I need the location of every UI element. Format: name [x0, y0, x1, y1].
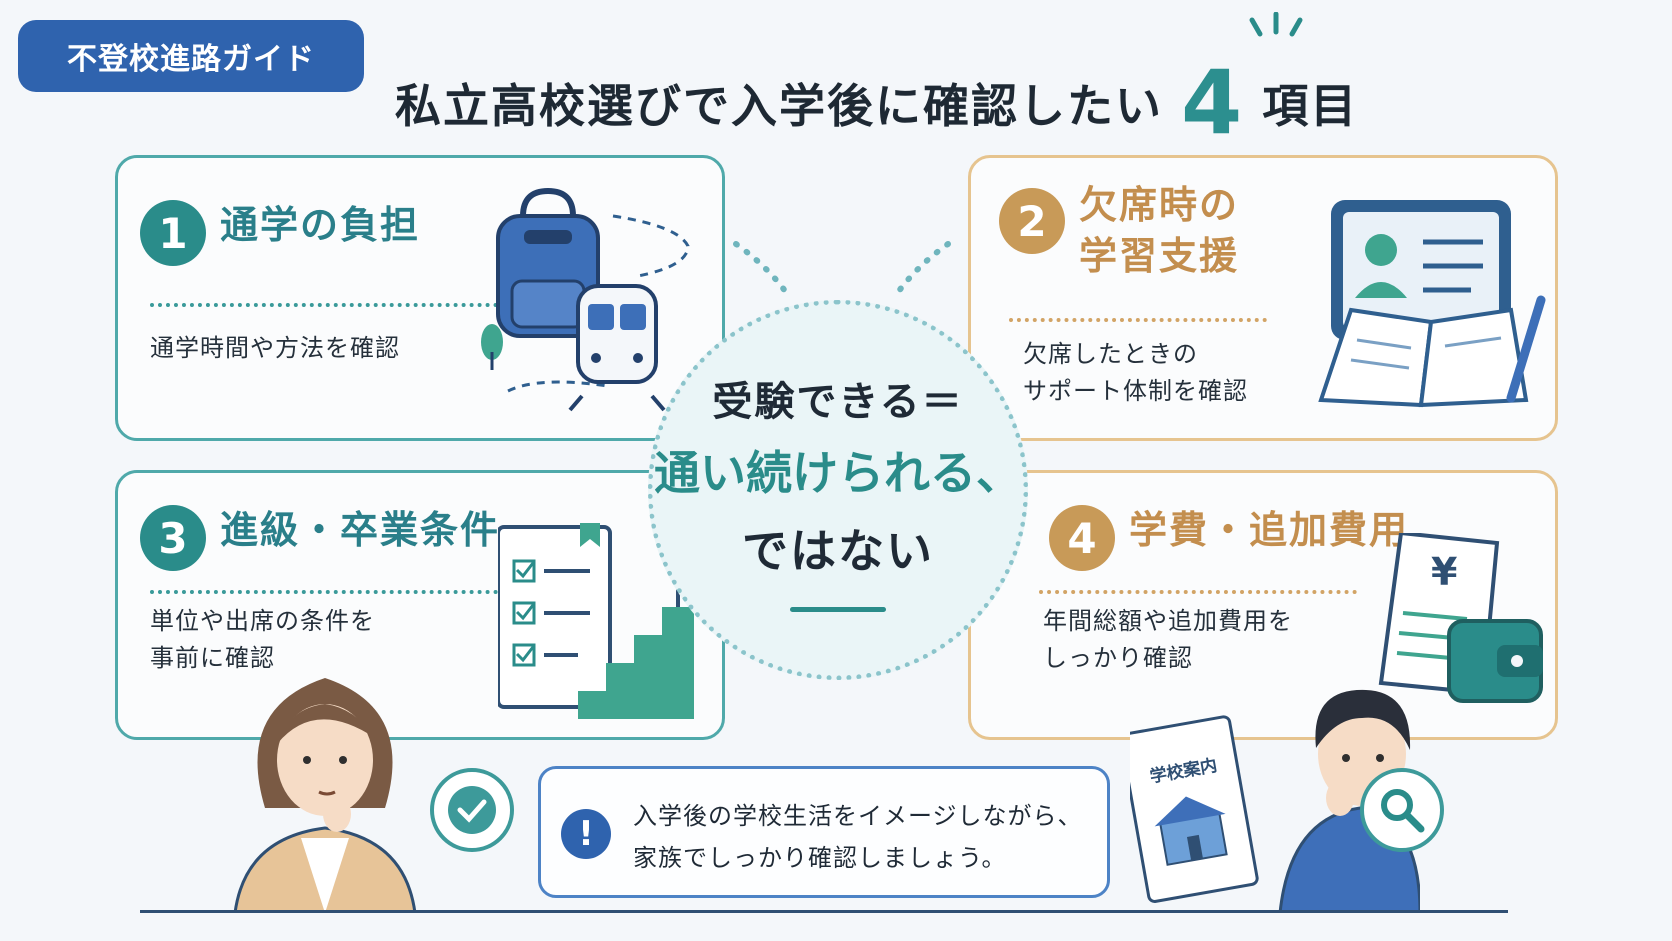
desk-line [140, 910, 1508, 913]
study-illustration [1318, 200, 1546, 408]
card-body: 通学時間や方法を確認 [150, 334, 400, 362]
search-icon [1381, 789, 1425, 833]
divider [150, 590, 570, 594]
title-number: 4 [1181, 51, 1245, 154]
advice-text: 入学後の学校生活をイメージしながら、 家族でしっかり確認しましょう。 [633, 802, 1083, 872]
card-heading: 欠席時の 学習支援 [1079, 183, 1240, 279]
pencil-icon [1506, 295, 1546, 403]
fees-illustration: ¥ [1378, 533, 1543, 703]
card-heading: 通学の負担 [220, 203, 421, 247]
key-message-circle: 受験できる＝ 通い続けられる、 ではない [648, 300, 1028, 680]
exclamation-icon: ! [561, 809, 611, 859]
advice-note: ! 入学後の学校生活をイメージしながら、 家族でしっかり確認しましょう。 [538, 766, 1110, 898]
svg-text:¥: ¥ [1431, 550, 1457, 594]
number-badge: 1 [140, 200, 206, 266]
title-suffix: 項目 [1262, 79, 1359, 133]
tree-icon [481, 324, 503, 370]
sparkle-icon [1249, 12, 1303, 37]
card-absence-support: 2 欠席時の 学習支援 欠席したときの サポート体制を確認 [968, 155, 1558, 441]
parent-illustration [233, 678, 417, 913]
wallet-icon [1447, 619, 1543, 703]
card-commute: 1 通学の負担 通学時間や方法を確認 [115, 155, 725, 441]
card-promotion-graduation: 3 進級・卒業条件 単位や出席の条件を 事前に確認 [115, 470, 725, 740]
card-body: 欠席したときの サポート体制を確認 [1023, 340, 1248, 406]
commute-illustration [481, 187, 690, 412]
underline-bar [790, 606, 886, 612]
guide-tag: 不登校進路ガイド [18, 20, 364, 92]
card-body: 単位や出席の条件を 事前に確認 [150, 607, 375, 673]
book-icon [1318, 307, 1529, 408]
search-bubble [1360, 768, 1444, 852]
connector-dots [733, 241, 951, 301]
divider [1009, 318, 1267, 322]
school-icon [1154, 796, 1228, 866]
tablet-profile-icon [1331, 200, 1511, 340]
number-badge: 3 [140, 505, 206, 571]
divider [150, 303, 570, 307]
number-badge: 4 [1049, 505, 1115, 571]
check-icon [448, 786, 496, 834]
key-message-line1: 受験できる＝ [712, 378, 964, 425]
check-bubble [430, 768, 514, 852]
checklist-icon [498, 523, 612, 709]
card-heading: 学費・追加費用 [1129, 508, 1410, 552]
requirements-illustration [498, 523, 698, 719]
card-heading: 進級・卒業条件 [220, 508, 501, 552]
backpack-icon [496, 187, 600, 338]
divider [1039, 590, 1357, 594]
page-title: 私立高校選びで入学後に確認したい 4 項目 [395, 58, 1358, 148]
train-icon [568, 284, 666, 412]
card-body: 年間総額や追加費用を しっかり確認 [1043, 607, 1293, 673]
title-text: 私立高校選びで入学後に確認したい [395, 79, 1163, 133]
school-brochure: 学校案内 [1130, 715, 1259, 903]
card-tuition-fees: 4 学費・追加費用 年間総額や追加費用を しっかり確認 ¥ [968, 470, 1558, 740]
number-badge: 2 [999, 188, 1065, 254]
key-message-line3: ではない [742, 523, 934, 578]
key-message-line2: 通い続けられる、 [654, 445, 1022, 500]
